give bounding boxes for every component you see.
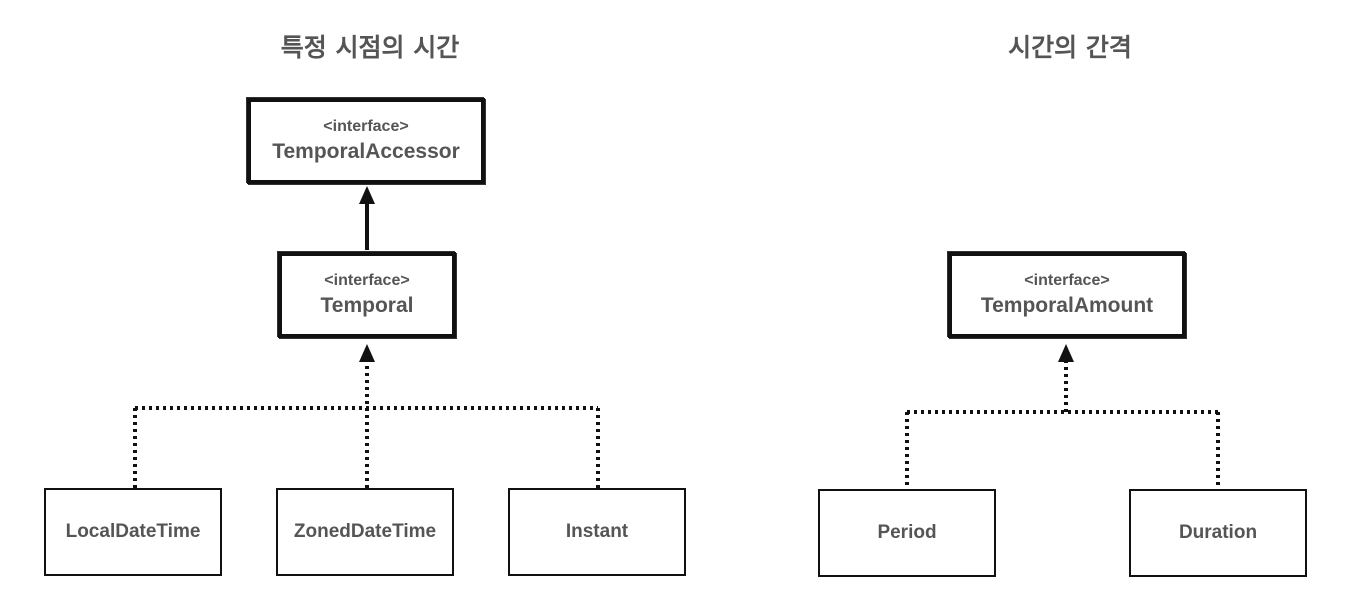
temporal-amount-interface-box: <interface> TemporalAmount	[948, 252, 1186, 338]
class-name: LocalDateTime	[65, 521, 201, 542]
interface-name: TemporalAccessor	[272, 140, 460, 163]
interface-stereotype: <interface>	[1024, 272, 1110, 289]
instant-class-box: Instant	[508, 488, 686, 576]
class-name: Period	[877, 522, 937, 543]
right-implements-connectors	[905, 362, 1220, 490]
period-class-box: Period	[818, 489, 996, 577]
interface-stereotype: <interface>	[323, 118, 409, 135]
temporal-interface-box: <interface> Temporal	[278, 252, 456, 338]
class-name: ZonedDateTime	[293, 521, 437, 542]
interface-name: Temporal	[320, 294, 414, 317]
interface-stereotype: <interface>	[324, 272, 410, 289]
extends-arrowhead	[359, 186, 375, 204]
right-implements-arrowhead	[1058, 344, 1074, 362]
section-title-time-interval: 시간의 간격	[1008, 33, 1132, 62]
duration-class-box: Duration	[1129, 489, 1307, 577]
left-implements-connectors	[133, 364, 600, 488]
local-date-time-class-box: LocalDateTime	[44, 488, 222, 576]
class-name: Instant	[565, 521, 629, 542]
left-implements-arrowhead	[359, 344, 375, 362]
interface-name: TemporalAmount	[980, 294, 1154, 317]
zoned-date-time-class-box: ZonedDateTime	[276, 488, 454, 576]
section-title-point-in-time: 특정 시점의 시간	[280, 33, 460, 62]
class-name: Duration	[1178, 522, 1258, 543]
temporal-accessor-interface-box: <interface> TemporalAccessor	[247, 98, 485, 184]
